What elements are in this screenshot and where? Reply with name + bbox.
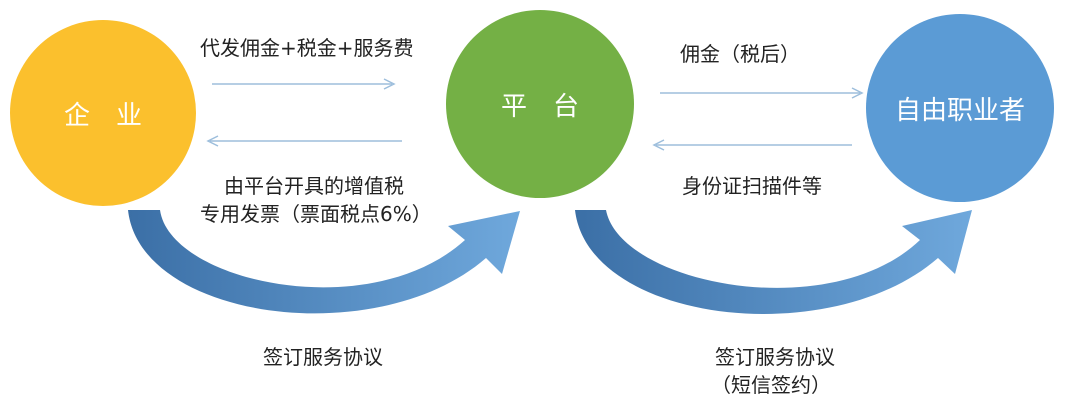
platform-node: 平 台 xyxy=(446,10,634,198)
label-sms-signing: （短信签约） xyxy=(711,373,831,397)
arrow-platform-to-freelancer xyxy=(660,87,864,99)
label-commission-after-tax: 佣金（税后） xyxy=(680,42,800,66)
freelancer-node: 自由职业者 xyxy=(866,14,1054,202)
agreement-curve-arrow-left xyxy=(128,210,520,314)
label-vat-invoice-line1: 由平台开具的增值税 xyxy=(224,174,404,198)
arrow-freelancer-to-platform xyxy=(652,139,852,151)
arrow-platform-to-enterprise xyxy=(206,135,402,147)
label-id-scans: 身份证扫描件等 xyxy=(682,174,822,198)
label-service-agreement-right: 签订服务协议 xyxy=(715,345,835,369)
platform-label: 平 台 xyxy=(500,91,579,122)
label-commission-tax-fee: 代发佣金+税金+服务费 xyxy=(200,36,414,60)
label-vat-invoice-line2: 专用发票（票面税点6%） xyxy=(200,202,432,226)
label-service-agreement-left: 签订服务协议 xyxy=(263,345,383,369)
agreement-curve-arrow-right xyxy=(575,210,972,314)
enterprise-node: 企 业 xyxy=(10,20,196,206)
arrow-enterprise-to-platform xyxy=(212,78,396,90)
freelancer-label: 自由职业者 xyxy=(894,95,1025,126)
enterprise-label: 企 业 xyxy=(63,100,142,131)
